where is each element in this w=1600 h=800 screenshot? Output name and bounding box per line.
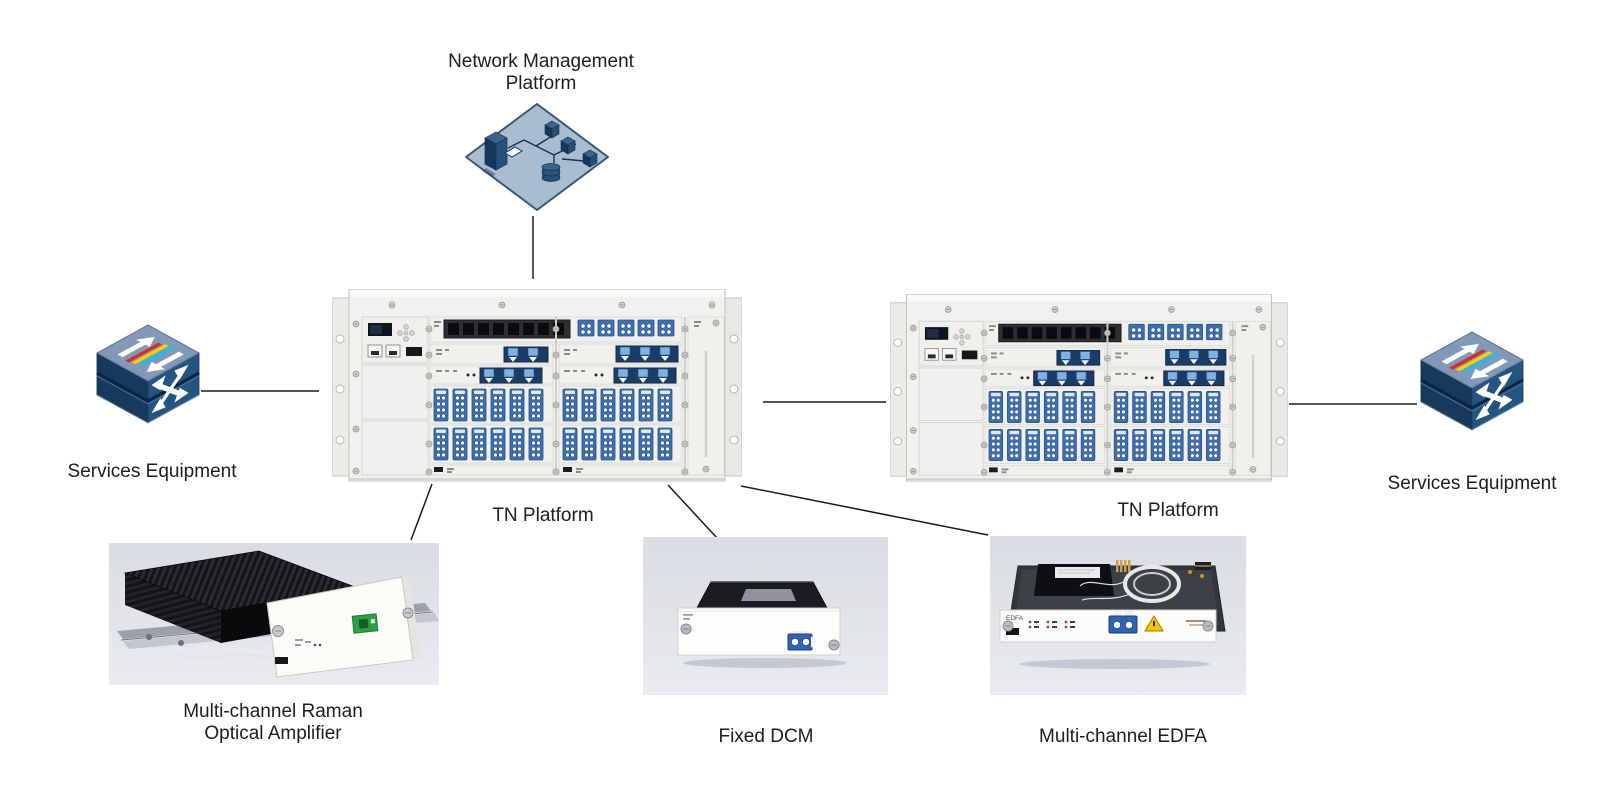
raman-amplifier-photo [109, 543, 439, 685]
link-tn-left-dcm [667, 484, 718, 539]
raman-label: Multi-channel Raman Optical Amplifier [183, 701, 363, 744]
usb-port [1006, 628, 1019, 635]
server-icon [482, 131, 508, 177]
management-platform-icon [465, 103, 609, 211]
faceplate [677, 607, 841, 656]
fixed-dcm-photo [643, 537, 888, 695]
dcm-top-box [696, 581, 828, 609]
lc-duplex-connector [1108, 611, 1138, 634]
services-switch-left-icon [93, 322, 203, 426]
tn-platform-right-chassis [890, 294, 1288, 484]
faceplate [266, 576, 421, 678]
lc-duplex-connector [787, 631, 817, 651]
fiber-spool [1079, 565, 1181, 603]
console-icon [504, 146, 523, 158]
nmp-label: Network Management Platform [448, 51, 634, 94]
services-switch-right-icon [1417, 329, 1527, 433]
database-icon [541, 163, 561, 182]
green-fiber-adapter [351, 613, 379, 634]
tn-right-label: TN Platform [1117, 500, 1219, 521]
node-cubes-icon [544, 120, 598, 168]
tn-left-label: TN Platform [492, 505, 594, 526]
status-leds [1028, 620, 1075, 629]
laser-warning-icon [1144, 615, 1164, 632]
services-right-label: Services Equipment [1387, 473, 1557, 494]
edfa-photo: EDFA [990, 536, 1246, 695]
dcm-label: Fixed DCM [718, 726, 814, 747]
pin-header [1116, 560, 1131, 572]
link-tn-left-raman [410, 483, 433, 541]
edfa-label: Multi-channel EDFA [1039, 726, 1207, 747]
services-left-label: Services Equipment [67, 461, 237, 482]
pump-box [1034, 564, 1114, 596]
link-tn-left-edfa [740, 485, 989, 536]
tn-platform-left-chassis [332, 289, 742, 484]
usb-port [275, 657, 288, 664]
faceplate-text: EDFA [1006, 615, 1024, 622]
faceplate: EDFA [999, 609, 1217, 643]
